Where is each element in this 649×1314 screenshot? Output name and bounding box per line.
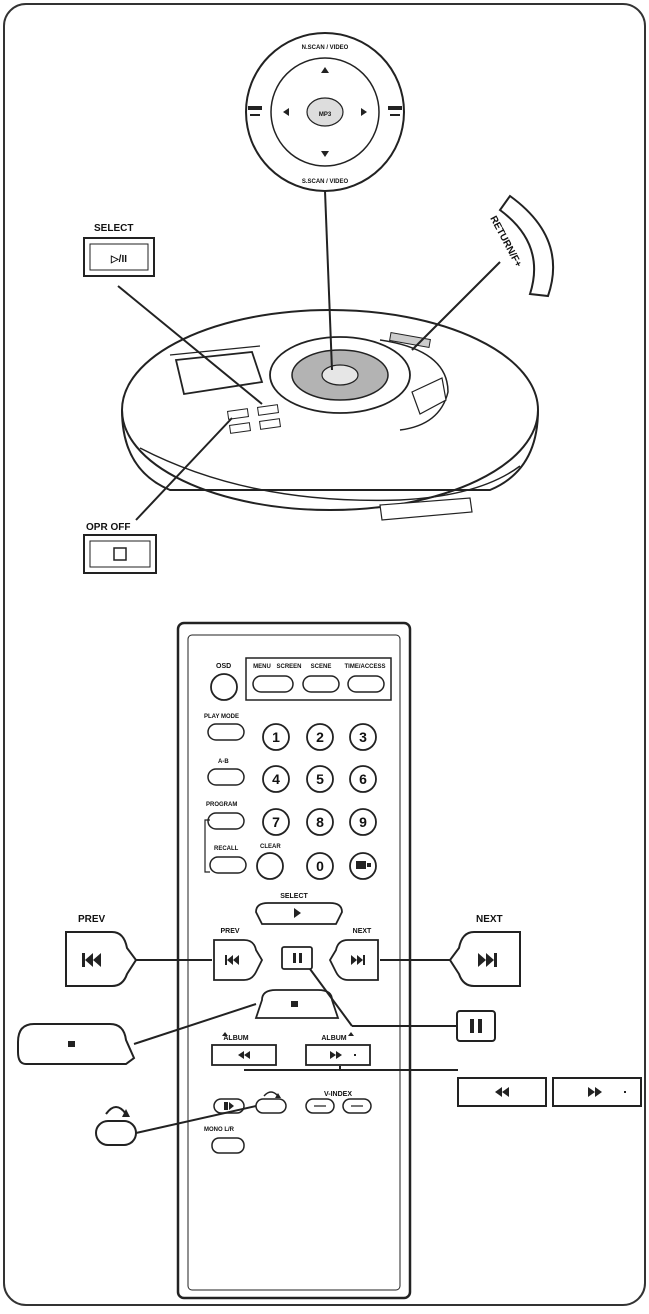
play-mode-button: [207, 723, 245, 741]
scene-button: [302, 675, 340, 693]
play-icon: [294, 908, 301, 918]
remote-return-icon: [263, 1091, 281, 1098]
remote-ff-icon: [330, 1051, 356, 1059]
leader-lines-remote: [133, 959, 458, 1134]
stop-icon: [113, 547, 127, 561]
remote-prev-label: PREV: [220, 928, 239, 935]
recall-label: RECALL: [214, 846, 239, 852]
ab-button: [207, 768, 245, 786]
time-access-button: [347, 675, 385, 693]
key-2: 2: [316, 729, 324, 745]
dial-center-label: MP3: [319, 112, 332, 118]
leader-lines-top: [117, 190, 501, 521]
key-extra-icon: [356, 861, 371, 869]
program-label: PROGRAM: [206, 802, 237, 808]
callout-rewind-button: [457, 1077, 547, 1107]
pause-icon: [470, 1019, 482, 1033]
osd-label: OSD: [216, 663, 231, 670]
key-3: 3: [359, 729, 367, 745]
remote-pause-button: [281, 946, 313, 970]
remote-pause-icon: [293, 953, 302, 963]
select-label: SELECT: [94, 223, 133, 234]
fast-forward-icon: [588, 1087, 626, 1097]
callout-return-button: [95, 1106, 137, 1146]
callout-prev-label: PREV: [78, 914, 106, 925]
remote-next-label: NEXT: [353, 928, 372, 935]
play-pause-icon: ▷/II: [110, 254, 127, 265]
clear-label: CLEAR: [260, 844, 281, 850]
key-8: 8: [316, 814, 324, 830]
callout-ff-button: [552, 1077, 642, 1107]
time-access-label: TIME/ACCESS: [344, 664, 385, 670]
osd-button: [210, 673, 238, 701]
dial-arrow-left-icon: [283, 108, 289, 116]
key-6: 6: [359, 771, 367, 787]
remote-prev-icon: [225, 955, 239, 965]
dial-bottom-text: S.SCAN / VIDEO: [302, 179, 349, 185]
dial-closeup: MP3 N.SCAN / VIDEO S.SCAN / VIDEO: [245, 32, 405, 192]
callout-stop-icon: [68, 1041, 75, 1047]
return-icon: [105, 1106, 130, 1117]
callout-stop-button: [17, 1023, 136, 1065]
remote-next-icon: [351, 955, 365, 965]
remote-return-button: [255, 1098, 287, 1114]
v-index-label: V-INDEX: [324, 1091, 352, 1098]
dial-arrow-up-icon: [321, 67, 329, 73]
callout-next-label: NEXT: [476, 914, 503, 925]
select-play-pause-button: ▷/II: [83, 237, 155, 277]
key-7: 7: [272, 814, 280, 830]
album-down-label: ALBUM: [223, 1035, 248, 1042]
key-0: 0: [316, 858, 324, 874]
dial-right-mark: [388, 106, 402, 110]
rewind-icon: [495, 1087, 509, 1097]
return-button-closeup: RETURN/F+: [487, 194, 555, 298]
menu-label: MENU: [253, 664, 271, 670]
page-frame: [3, 3, 646, 1306]
dial-arrow-right-icon: [361, 108, 367, 116]
remote-rewind-icon: [238, 1051, 250, 1059]
cd-player-body: [121, 309, 539, 521]
key-1: 1: [272, 729, 280, 745]
clear-button: [256, 852, 284, 880]
opr-off-stop-button: [83, 534, 157, 574]
callout-prev-button: [65, 931, 138, 987]
dial-arrow-down-icon: [321, 151, 329, 157]
menu-screen-button: [252, 675, 294, 693]
album-up-label: ALBUM: [321, 1035, 346, 1042]
slow-icon: [224, 1102, 234, 1110]
dial-left-mark: [248, 106, 262, 110]
remote-select-label: SELECT: [280, 893, 308, 900]
program-button: [207, 812, 245, 830]
skip-prev-icon: [82, 953, 101, 967]
remote-control: OSD MENU SCREEN SCENE TIME/ACCESS PLAY M…: [176, 621, 412, 1300]
dial-top-text: N.SCAN / VIDEO: [302, 45, 349, 51]
opr-off-label: OPR OFF: [86, 522, 130, 533]
callout-pause-button: [456, 1010, 496, 1042]
play-mode-label: PLAY MODE: [204, 714, 239, 720]
skip-next-icon: [478, 953, 497, 967]
remote-stop-icon: [291, 1001, 298, 1007]
callout-next-button: [448, 931, 521, 987]
mono-button: [211, 1137, 245, 1154]
key-4: 4: [272, 771, 280, 787]
number-keypad: [262, 723, 377, 880]
screen-label: SCREEN: [276, 664, 301, 670]
scene-label: SCENE: [311, 664, 332, 670]
mono-label: MONO L/R: [204, 1127, 235, 1133]
key-5: 5: [316, 771, 324, 787]
key-9: 9: [359, 814, 367, 830]
recall-button: [209, 856, 247, 874]
ab-label: A-B: [218, 759, 229, 765]
